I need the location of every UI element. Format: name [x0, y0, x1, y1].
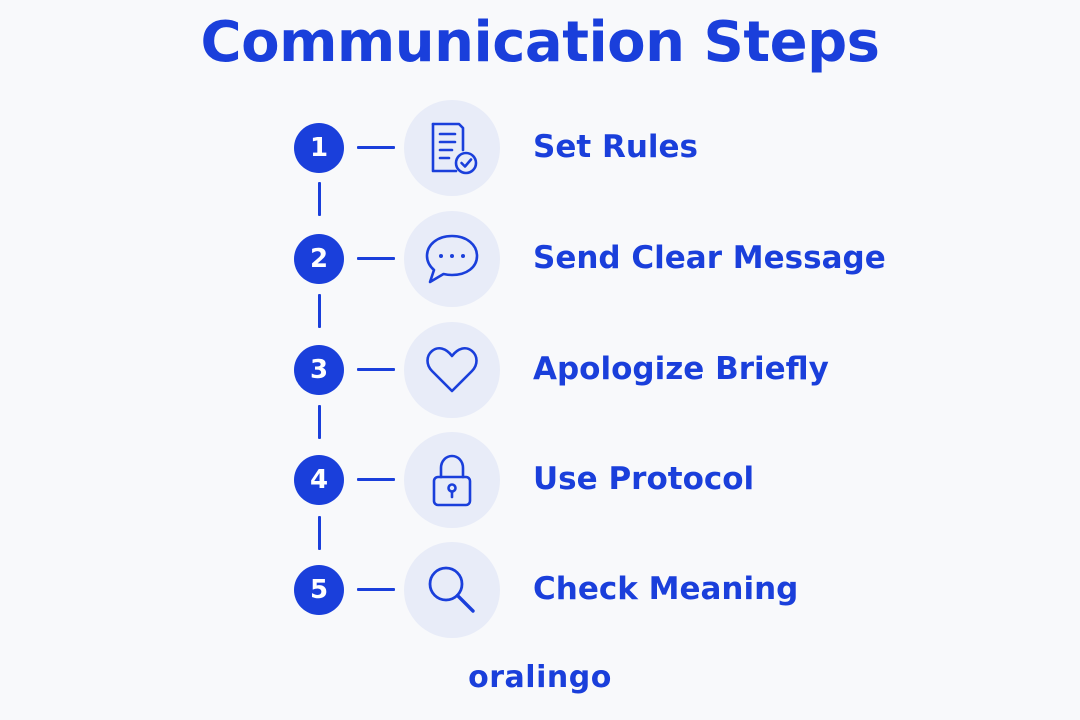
step-item: 1 Set Rules — [0, 100, 1080, 196]
diagram-title: Communication Steps — [200, 10, 881, 75]
step-label: Set Rules — [533, 129, 699, 165]
connector-line — [318, 182, 321, 216]
step-item: 4 Use Protocol — [0, 432, 1080, 528]
step-dash — [357, 588, 395, 591]
icon-circle — [404, 211, 500, 307]
chat-bubble-icon — [425, 234, 479, 284]
step-number-badge: 4 — [294, 455, 344, 505]
step-dash — [357, 257, 395, 260]
step-number-badge: 5 — [294, 565, 344, 615]
step-label: Check Meaning — [533, 571, 799, 607]
step-dash — [357, 478, 395, 481]
step-item: 5 Check Meaning — [0, 542, 1080, 638]
step-dash — [357, 368, 395, 371]
icon-circle — [404, 100, 500, 196]
step-label: Apologize Briefly — [533, 351, 829, 387]
step-label: Send Clear Message — [533, 240, 886, 276]
heart-icon — [426, 346, 478, 393]
step-number-badge: 1 — [294, 123, 344, 173]
padlock-icon — [432, 454, 472, 507]
document-check-icon — [431, 122, 478, 175]
icon-circle — [404, 322, 500, 418]
connector-line — [318, 516, 321, 550]
brand-logo-text: oralingo — [468, 660, 612, 695]
step-label: Use Protocol — [533, 461, 755, 497]
icon-circle — [404, 432, 500, 528]
step-number-badge: 3 — [294, 345, 344, 395]
magnifier-icon — [428, 566, 475, 613]
connector-line — [318, 294, 321, 328]
step-item: 3 Apologize Briefly — [0, 322, 1080, 418]
icon-circle — [404, 542, 500, 638]
step-dash — [357, 146, 395, 149]
step-number-badge: 2 — [294, 234, 344, 284]
connector-line — [318, 405, 321, 439]
step-item: 2 Send Clear Message — [0, 211, 1080, 307]
